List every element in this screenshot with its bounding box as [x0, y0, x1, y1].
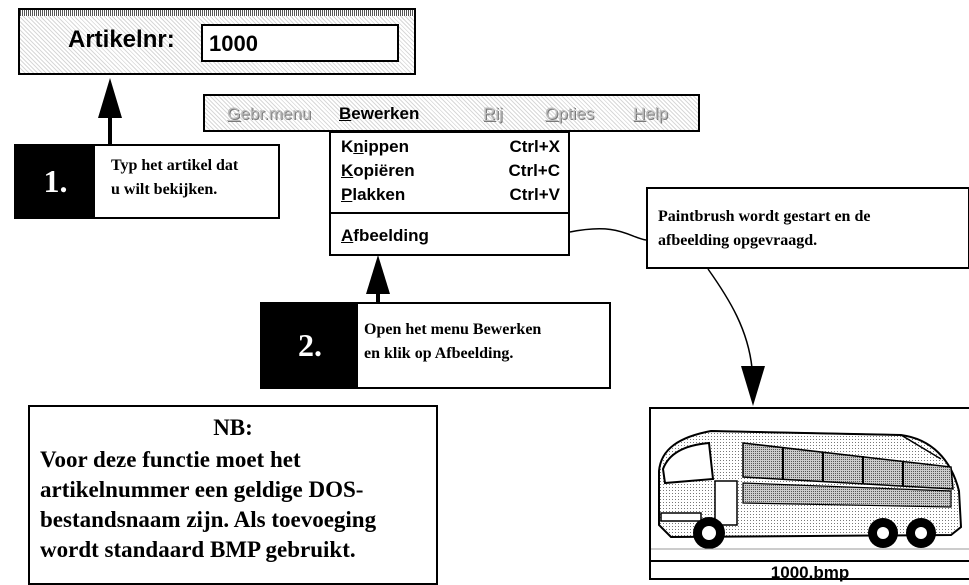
- bitmap-filename: 1000.bmp: [651, 560, 969, 584]
- nb-title: NB:: [213, 415, 253, 440]
- step-1-text-line2: u wilt bekijken.: [111, 181, 218, 198]
- article-number-input[interactable]: 1000: [201, 24, 399, 62]
- menu-help[interactable]: Help: [633, 104, 668, 123]
- arrow-step1-head: [98, 78, 122, 118]
- nb-line: artikelnummer een geldige DOS-: [40, 477, 364, 502]
- step-1-callout: 1. Typ het artikel dat u wilt bekijken.: [14, 144, 280, 219]
- paintbrush-note: Paintbrush wordt gestart en de afbeeldin…: [646, 187, 969, 269]
- step-2-text-line1: Open het menu Bewerken: [364, 321, 542, 338]
- paintbrush-note-line2: afbeelding opgevraagd.: [658, 232, 818, 249]
- shortcut-label: Ctrl+X: [509, 137, 560, 156]
- shortcut-label: Ctrl+C: [508, 161, 560, 180]
- step-2-text-line2: en klik op Afbeelding.: [364, 345, 514, 362]
- nb-line: wordt standaard BMP gebruikt.: [40, 537, 356, 562]
- menu-item-afbeelding[interactable]: Afbeelding: [341, 226, 429, 245]
- article-number-label: Artikelnr:: [68, 26, 175, 53]
- nb-line: Voor deze functie moet het: [40, 447, 301, 472]
- menu-opties[interactable]: Opties: [545, 104, 595, 123]
- arrow-step2-head: [366, 255, 390, 294]
- nb-note: NB: Voor deze functie moet het artikelnu…: [28, 405, 438, 585]
- arrow-bitmap-head: [741, 366, 765, 406]
- menu-item-plakken[interactable]: Plakken Ctrl+V: [341, 185, 560, 204]
- article-number-panel: Artikelnr: 1000: [18, 8, 416, 75]
- menu-bewerken[interactable]: Bewerken: [339, 104, 420, 123]
- menu-separator: [331, 212, 568, 214]
- paintbrush-note-line1: Paintbrush wordt gestart en de: [658, 208, 871, 225]
- bitmap-preview: 1000.bmp: [649, 407, 969, 582]
- bewerken-dropdown: Knippen Ctrl+X Kopiëren Ctrl+C Plakken C…: [329, 131, 570, 256]
- menu-item-knippen[interactable]: Knippen Ctrl+X: [341, 137, 560, 156]
- shortcut-label: Ctrl+V: [509, 185, 560, 204]
- connector-note-bitmap: [707, 268, 753, 369]
- step-2-number: 2.: [262, 304, 358, 387]
- menu-bar: Gebr.menu Bewerken Rij Opties Help: [203, 94, 700, 132]
- menu-rij[interactable]: Rij: [483, 104, 503, 123]
- menu-item-kopieren[interactable]: Kopiëren Ctrl+C: [341, 161, 560, 180]
- panel-titlebar: [20, 10, 414, 16]
- step-1-text-line1: Typ het artikel dat: [111, 157, 239, 174]
- menu-gebr-menu[interactable]: Gebr.menu: [227, 104, 312, 123]
- step-1-number: 1.: [16, 146, 95, 217]
- bus-picture-icon: [651, 429, 969, 550]
- nb-body: Voor deze functie moet het artikelnummer…: [40, 445, 376, 565]
- nb-line: bestandsnaam zijn. Als toevoeging: [40, 507, 377, 532]
- connector-afbeelding-note: [569, 228, 647, 241]
- step-2-callout: 2. Open het menu Bewerken en klik op Afb…: [260, 302, 611, 389]
